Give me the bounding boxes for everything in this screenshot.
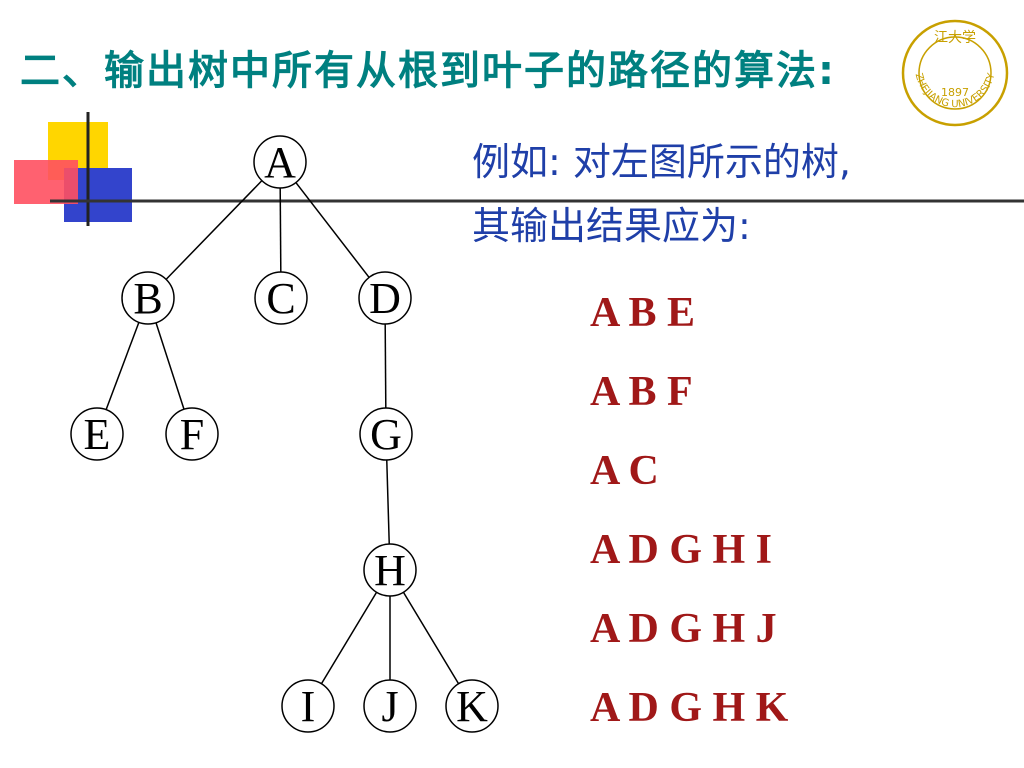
node-circle [253, 135, 307, 189]
node-circle [121, 271, 175, 325]
intro-text: 例如: 对左图所示的树, 其输出结果应为: [472, 130, 851, 258]
tree-node-J: J [363, 679, 417, 733]
path-item: A D G H I [590, 527, 773, 573]
node-label: D [369, 274, 401, 323]
node-label: B [133, 274, 162, 323]
node-label: F [180, 410, 204, 459]
path-item: A B E [590, 290, 696, 336]
tree-node-C: C [254, 271, 308, 325]
tree-edge-H-K [402, 591, 460, 685]
node-circle [254, 271, 308, 325]
node-circle [165, 407, 219, 461]
path-list: A B E A B F A C A D G H I A D G H J A D G H K [590, 282, 788, 756]
path-item: A D G H J [590, 606, 777, 652]
node-label: J [381, 682, 398, 731]
tree-node-B: B [121, 271, 175, 325]
tree-edge-G-H [386, 459, 390, 545]
node-circle [363, 543, 417, 597]
slide-decoration [14, 112, 1024, 226]
intro-line-1: 例如: 对左图所示的树, [472, 140, 851, 184]
tree-node-K: K [445, 679, 499, 733]
node-label: H [374, 546, 406, 595]
tree-node-F: F [165, 407, 219, 461]
tree-edge-B-E [105, 322, 140, 410]
node-circle [358, 271, 412, 325]
tree-node-I: I [281, 679, 335, 733]
node-circle [70, 407, 124, 461]
node-label: A [264, 138, 296, 187]
node-circle [359, 407, 413, 461]
tree-edge-H-I [320, 591, 378, 685]
node-circle [281, 679, 335, 733]
tree-node-D: D [358, 271, 412, 325]
node-label: I [301, 682, 316, 731]
path-item: A B F [590, 369, 693, 415]
node-label: E [84, 410, 111, 459]
node-label: G [370, 410, 402, 459]
node-circle [445, 679, 499, 733]
slide-title: 二、输出树中所有从根到叶子的路径的算法: [20, 48, 836, 94]
tree-edge-A-B [165, 180, 263, 280]
path-item: A D G H K [590, 685, 789, 731]
node-label: K [456, 682, 488, 731]
intro-line-2: 其输出结果应为: [472, 204, 751, 248]
tree-edge-B-F [155, 322, 185, 410]
tree-node-A: A [253, 135, 307, 189]
tree-edge-D-G [384, 323, 387, 409]
tree-edge-A-D [295, 182, 370, 278]
seal-top-text: 江大学 [934, 30, 976, 46]
university-seal-logo: 江大学 1897 ZHEJIANG UNIVERSITY [901, 19, 1009, 127]
path-item: A C [590, 448, 659, 494]
tree-edge-A-C [279, 187, 282, 273]
tree-node-H: H [363, 543, 417, 597]
node-circle [363, 679, 417, 733]
seal-year: 1897 [941, 86, 969, 99]
tree-node-E: E [70, 407, 124, 461]
tree-node-G: G [359, 407, 413, 461]
node-label: C [266, 274, 295, 323]
